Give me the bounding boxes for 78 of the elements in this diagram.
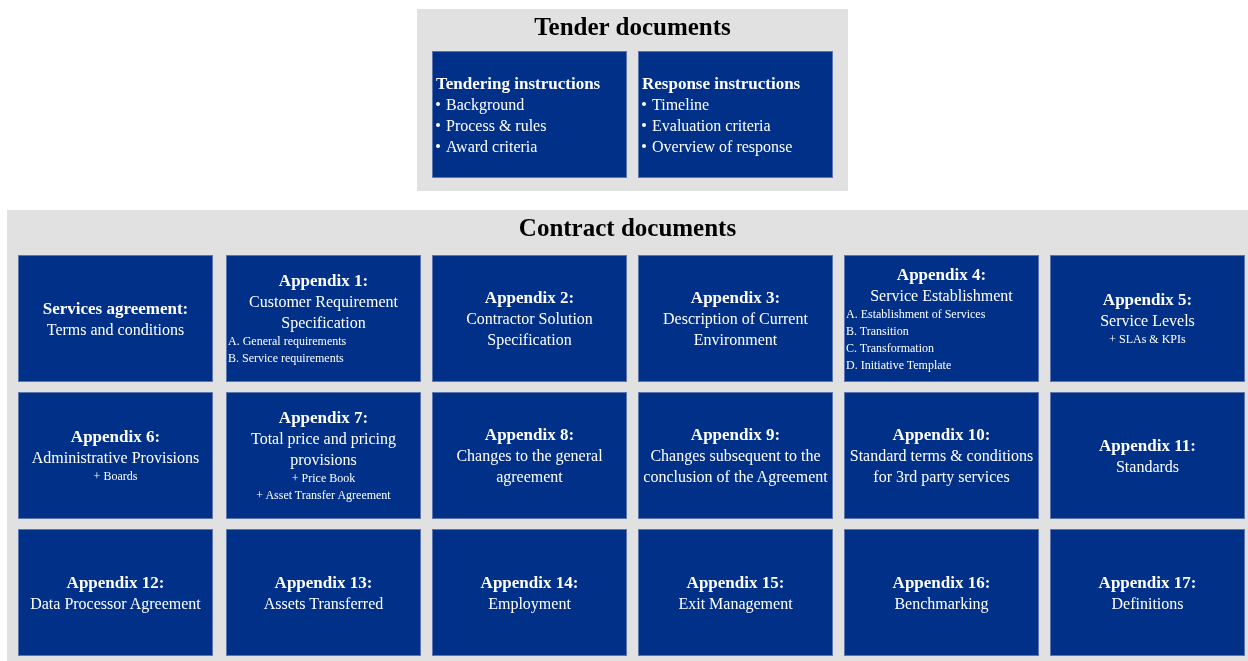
box-description: Total price and pricing provisions (249, 429, 397, 470)
document-box (844, 255, 1039, 382)
sub-item: C. Transformation (846, 339, 935, 357)
box-heading: Appendix 10: (891, 424, 992, 445)
box-heading: Appendix 17: (1097, 571, 1198, 593)
box-description: Exit Management (677, 593, 794, 614)
box-heading: Appendix 4: (895, 263, 988, 285)
box-description: Description of Current Environment (662, 309, 809, 350)
document-box (226, 529, 421, 656)
sub-item: B. Service requirements (228, 350, 345, 367)
document-box (638, 529, 833, 656)
document-box (844, 529, 1039, 656)
sub-item: A. General requirements (228, 333, 348, 350)
group-panel (417, 9, 848, 191)
panel-title: Contract documents (517, 214, 738, 242)
bullet-item: Timeline (652, 94, 710, 115)
box-description: Contractor Solution Specification (465, 309, 594, 350)
document-box (432, 51, 627, 178)
document-box (18, 529, 213, 656)
box-heading: Appendix 6: (69, 426, 162, 447)
box-heading: Response instructions (642, 72, 802, 94)
document-box (638, 255, 833, 382)
box-heading: Appendix 16: (891, 571, 992, 593)
box-description: Benchmarking (893, 593, 990, 614)
box-description: Administrative Provisions (30, 448, 201, 468)
sub-item: B. Transition (846, 322, 910, 340)
box-heading: Appendix 8: (483, 424, 576, 445)
box-description: Service Establishment (869, 285, 1014, 306)
document-box (1050, 529, 1245, 656)
document-box (18, 392, 213, 519)
document-box (638, 51, 833, 178)
box-description: Standards (1114, 456, 1181, 477)
addition-note: + Price Book (290, 470, 357, 487)
box-heading: Appendix 9: (689, 424, 782, 445)
box-heading: Appendix 14: (479, 571, 580, 593)
document-box (18, 255, 213, 382)
document-box (432, 392, 627, 519)
bullet-item: Evaluation criteria (652, 115, 771, 136)
document-box (1050, 392, 1245, 519)
box-heading: Services agreement: (41, 297, 190, 319)
box-heading: Appendix 7: (277, 407, 370, 428)
bullet-item: Process & rules (446, 115, 547, 136)
box-description: Employment (487, 593, 572, 614)
box-description: Changes to the general agreement (455, 446, 604, 487)
panel-title: Tender documents (533, 13, 732, 41)
document-box (1050, 255, 1245, 382)
box-heading: Appendix 1: (277, 270, 370, 291)
box-heading: Appendix 13: (273, 571, 374, 593)
document-box (432, 529, 627, 656)
bullet-item: Award criteria (446, 136, 538, 157)
box-heading: Appendix 11: (1098, 434, 1197, 456)
box-description: Changes subsequent to the conclusion of the Agreement (643, 446, 828, 487)
box-heading: Appendix 15: (685, 571, 786, 593)
bullet-item: Overview of response (652, 136, 793, 157)
box-description: Data Processor Agreement (29, 593, 202, 614)
document-box (638, 392, 833, 519)
sub-item: A. Establishment of Services (846, 305, 987, 323)
document-box (226, 255, 421, 382)
box-description: Assets Transferred (262, 593, 385, 614)
box-description: Terms and conditions (45, 319, 186, 340)
group-panel (7, 210, 1248, 661)
addition-note: + Asset Transfer Agreement (255, 487, 392, 504)
document-box (844, 392, 1039, 519)
box-heading: Appendix 12: (65, 571, 166, 593)
document-box (226, 392, 421, 519)
box-description: Customer Requirement Specification (248, 292, 399, 333)
box-heading: Tendering instructions (436, 72, 602, 94)
addition-note: + SLAs & KPIs (1108, 331, 1187, 348)
bullet-item: Background (446, 94, 525, 115)
box-description: Service Levels (1099, 311, 1196, 331)
box-heading: Appendix 2: (483, 287, 576, 308)
sub-item: D. Initiative Template (846, 356, 953, 374)
box-description: Definitions (1110, 593, 1185, 614)
document-box (432, 255, 627, 382)
box-heading: Appendix 3: (689, 287, 782, 308)
box-heading: Appendix 5: (1101, 289, 1194, 310)
addition-note: + Boards (92, 468, 139, 485)
box-description: Standard terms & conditions for 3rd party services (849, 446, 1034, 487)
